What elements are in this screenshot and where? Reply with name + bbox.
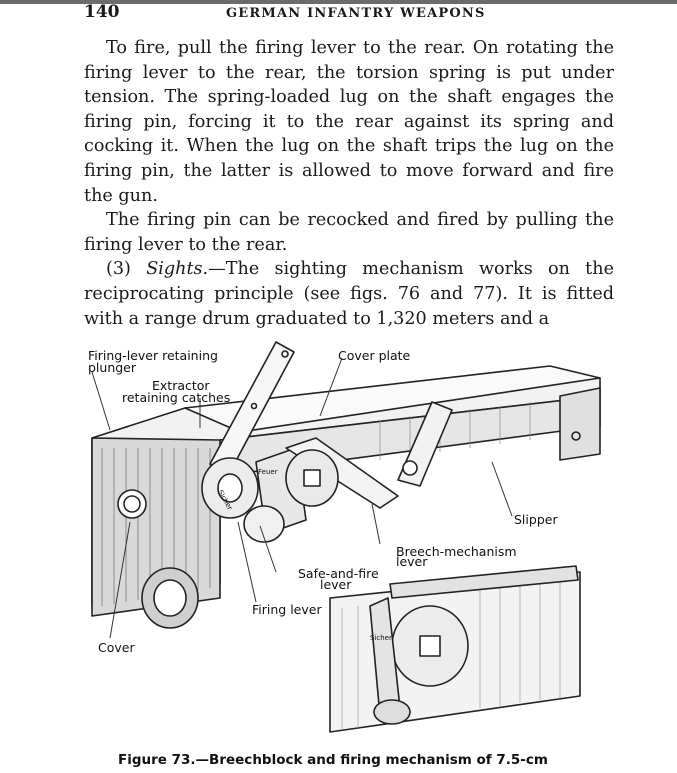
label-plunger-line1: Firing-lever retaining	[88, 348, 218, 363]
label-safe-line2: lever	[320, 577, 352, 592]
top-border	[0, 0, 677, 4]
label-cover: Cover	[98, 640, 135, 655]
page-header: 140 GERMAN INFANTRY WEAPONS	[84, 2, 614, 22]
paragraph-firing: To fire, pull the firing lever to the re…	[84, 38, 614, 206]
paragraph-recock: The firing pin can be recocked and fired…	[84, 210, 614, 255]
label-breech-line2: lever	[396, 554, 428, 569]
label-cover-plate: Cover plate	[338, 348, 411, 363]
label-extractor-line2: retaining catches	[122, 390, 231, 405]
figure-caption: Figure 73.—Breechblock and firing mechan…	[118, 752, 548, 768]
label-extractor-line1: Extractor	[152, 378, 210, 393]
label-slipper: Slipper	[514, 512, 558, 527]
breechblock-illustration	[91, 341, 601, 733]
engraving-feuer: Feuer	[258, 468, 278, 476]
label-firing-lever: Firing lever	[252, 602, 322, 617]
sights-text: —The sighting mechanism works on the rec…	[84, 259, 614, 329]
engraving-sicher-inset: Sicher	[370, 634, 392, 642]
label-safe-line1: Safe-and-fire	[298, 566, 379, 581]
paragraph-sights: (3) Sights.—The sighting mechanism works…	[84, 257, 614, 331]
body-text: To fire, pull the firing lever to the re…	[84, 36, 614, 331]
page-number: 140	[84, 2, 120, 22]
sights-term: Sights.	[146, 259, 209, 280]
label-breech-line1: Breech-mechanism	[396, 544, 517, 559]
label-plunger-line2: plunger	[88, 360, 137, 375]
figure-73: Firing-lever retaining plunger Extractor…	[80, 336, 620, 738]
running-head: GERMAN INFANTRY WEAPONS	[226, 6, 486, 21]
sights-number: (3)	[106, 259, 131, 280]
